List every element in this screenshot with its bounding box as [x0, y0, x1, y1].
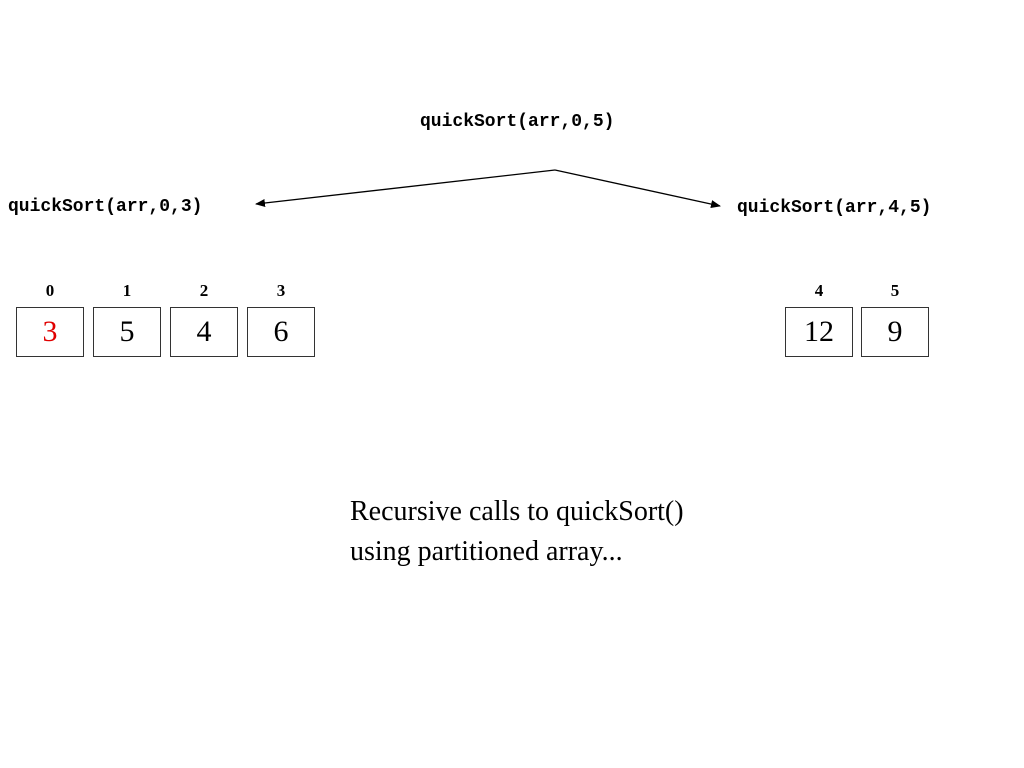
- arrow-to-right-call: [554, 169, 721, 208]
- array-index: 5: [890, 281, 900, 300]
- caption-line-2: using partitioned array...: [350, 536, 623, 567]
- array-cell: 9: [861, 307, 929, 357]
- array-cell: 12: [785, 307, 853, 357]
- array-index: 1: [122, 281, 132, 300]
- array-index: 2: [199, 281, 209, 300]
- array-index: 3: [276, 281, 286, 300]
- arrow-to-left-call: [255, 169, 556, 207]
- right-call-label: quickSort(arr,4,5): [737, 198, 932, 218]
- caption-text: Recursive calls to quickSort() using par…: [350, 492, 684, 572]
- array-index: 4: [814, 281, 824, 300]
- array-index: 0: [45, 281, 55, 300]
- array-cell-pivot: 3: [16, 307, 84, 357]
- array-cell: 5: [93, 307, 161, 357]
- array-cell: 6: [247, 307, 315, 357]
- array-cell: 4: [170, 307, 238, 357]
- root-call-label: quickSort(arr,0,5): [420, 112, 615, 132]
- left-call-label: quickSort(arr,0,3): [8, 197, 203, 217]
- caption-line-1: Recursive calls to quickSort(): [350, 496, 684, 527]
